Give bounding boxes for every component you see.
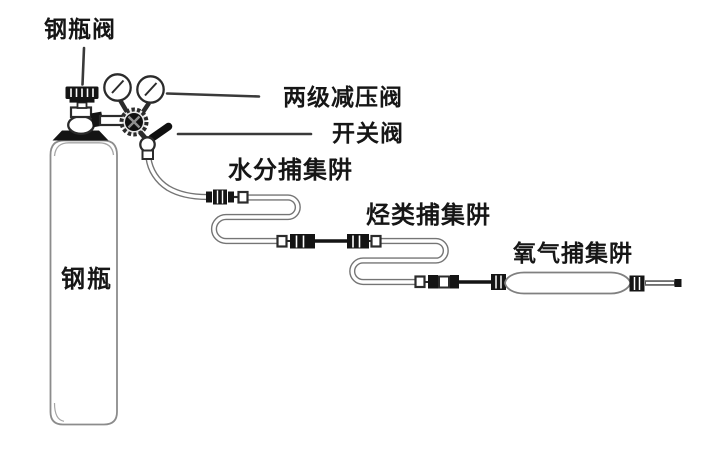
left-gauge-needle	[111, 79, 125, 94]
moisture-trap-fitting	[206, 189, 249, 205]
oxygen-trap-capsule	[504, 271, 632, 295]
left-gauge	[103, 73, 132, 102]
oxygen-trap	[414, 271, 682, 295]
label-regulator: 两级减压阀	[283, 84, 403, 110]
gas-cylinder	[49, 139, 118, 426]
tube-moisture-to-hydrocarbon	[210, 194, 301, 245]
label-cylinder: 钢瓶	[61, 266, 113, 293]
tubing	[145, 154, 449, 286]
leader-line-regulator	[165, 92, 261, 98]
label-switch-valve: 开关阀	[332, 120, 404, 146]
right-gauge-needle	[144, 82, 158, 97]
cylinder-valve-handwheel	[65, 86, 99, 103]
leader-lines	[81, 46, 313, 136]
pressure-regulator	[103, 73, 165, 141]
tube-hydrocarbon-to-oxygen	[349, 237, 449, 286]
hydrocarbon-trap-fitting	[276, 234, 382, 249]
outlet-tip	[674, 279, 682, 287]
label-hydrocarbon-trap: 烃类捕集阱	[366, 202, 491, 229]
label-cylinder-valve: 钢瓶阀	[44, 16, 116, 42]
right-gauge	[136, 75, 165, 104]
regulator-knob	[119, 107, 149, 137]
cylinder-valve	[52, 86, 126, 141]
switch-valve-lever	[148, 122, 173, 142]
tube-valve-to-moisture-trap	[145, 154, 211, 201]
leader-line-cylinder-valve	[81, 46, 86, 86]
switch-valve	[139, 122, 173, 160]
label-oxygen-trap: 氧气捕集阱	[513, 240, 633, 266]
label-moisture-trap: 水分捕集阱	[228, 157, 353, 184]
